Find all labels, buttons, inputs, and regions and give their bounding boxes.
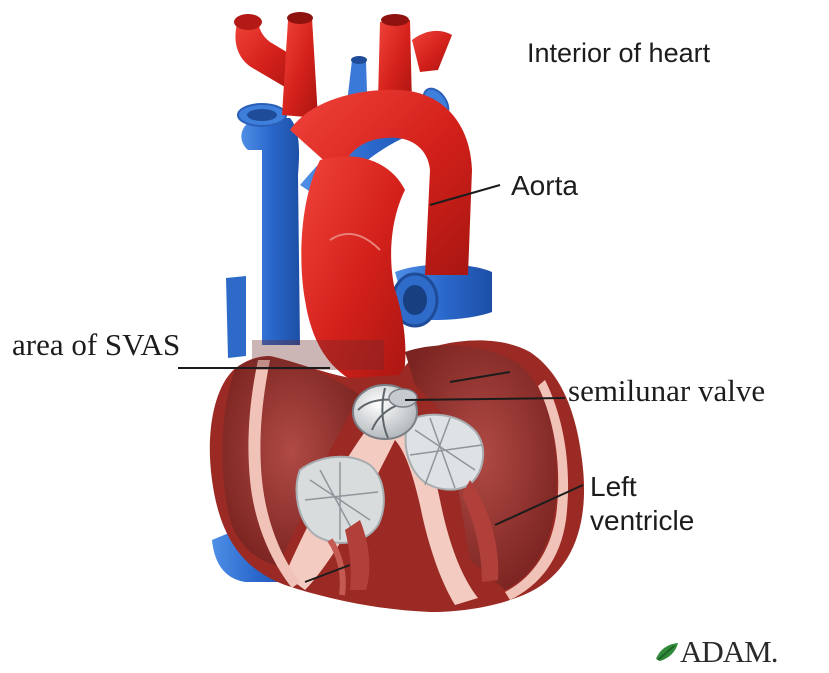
label-left-ventricle-line2: ventricle [590,504,694,538]
adam-leaf-logo-icon [654,641,680,663]
label-svas: area of SVAS [12,327,180,363]
label-left-ventricle: Left ventricle [590,470,694,538]
adam-logo-text: ADAM. [680,634,777,670]
diagram-title: Interior of heart [527,38,710,69]
label-aorta: Aorta [511,170,578,202]
label-left-ventricle-line1: Left [590,470,694,504]
semilunar-valve [353,385,417,439]
heart-body [210,340,584,612]
svas-region [252,340,384,370]
label-semilunar-valve: semilunar valve [568,373,765,409]
